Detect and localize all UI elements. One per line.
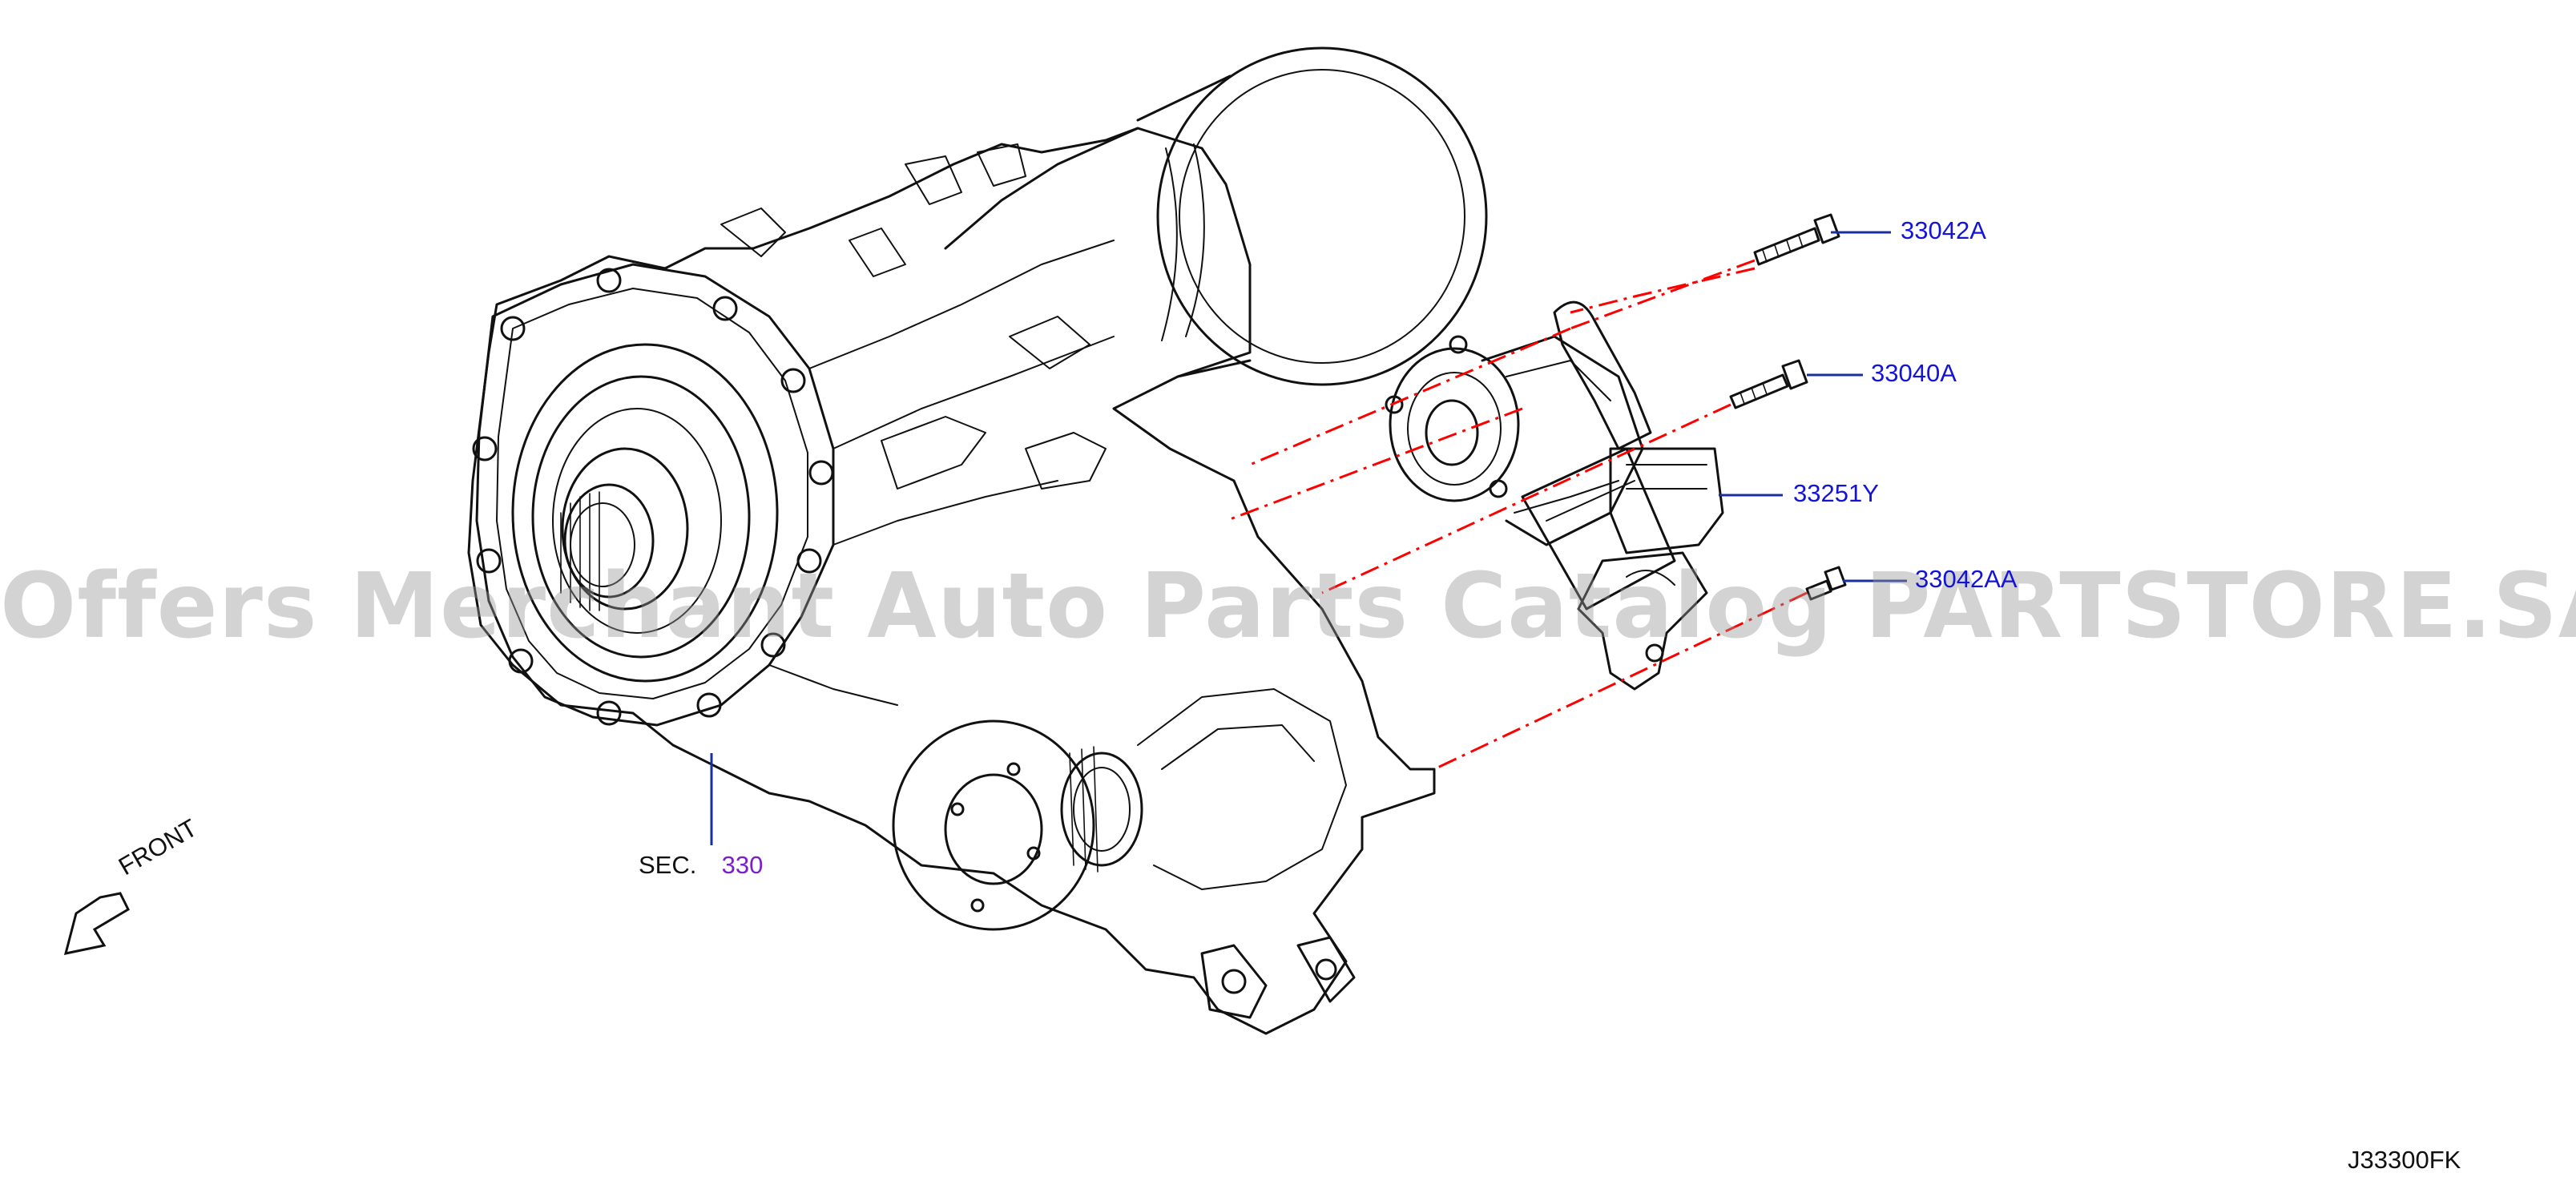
actuator-motor-assembly [1385, 300, 1724, 691]
section-reference: SEC. 330 [639, 851, 763, 880]
assembly-lines [1225, 259, 1808, 771]
drawing-id: J33300FK [2348, 1146, 2461, 1174]
callout-33042AA[interactable]: 33042AA [1915, 565, 2018, 593]
bolt-33042AA [1805, 566, 1847, 601]
front-arrow-icon [63, 892, 130, 955]
section-number-link[interactable]: 330 [721, 851, 764, 879]
transfer-case-assembly [467, 46, 1488, 1035]
callout-33040A[interactable]: 33040A [1871, 359, 1957, 387]
callout-leaders [710, 231, 1907, 845]
bolt-33040A [1729, 359, 1808, 409]
section-prefix: SEC. [639, 851, 697, 879]
callout-33042A[interactable]: 33042A [1901, 216, 1986, 244]
callout-33251Y[interactable]: 33251Y [1793, 479, 1879, 507]
bolt-33042A [1753, 213, 1840, 266]
